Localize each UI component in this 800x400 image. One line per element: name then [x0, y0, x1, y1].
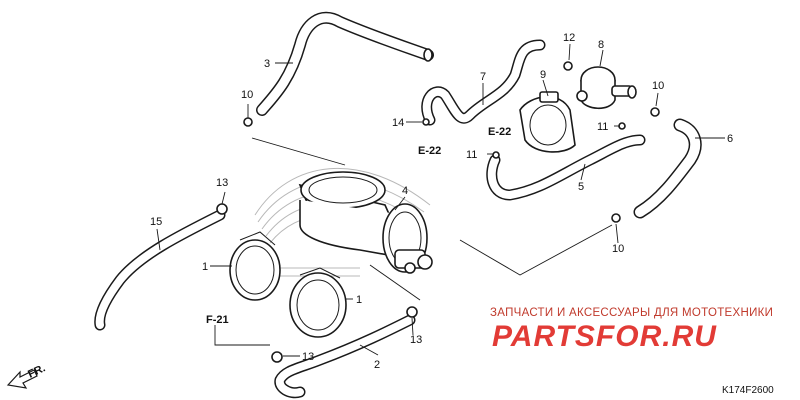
clip-part-13c[interactable]: [271, 351, 283, 363]
label-part-10a: 10: [241, 89, 253, 101]
label-part-11a: 11: [466, 149, 477, 161]
solenoid-part-8[interactable]: [576, 66, 637, 110]
label-part-13a: 13: [216, 177, 228, 189]
label-part-15: 15: [150, 216, 162, 228]
clip-part-12[interactable]: [563, 61, 573, 71]
watermark-brand: PARTSFOR.RU: [492, 320, 717, 353]
clip-part-13a[interactable]: [216, 203, 228, 215]
label-part-1a: 1: [202, 261, 208, 273]
label-part-8: 8: [598, 39, 604, 51]
hose-part-7[interactable]: [421, 39, 546, 126]
canister-part-4[interactable]: [298, 171, 433, 274]
hose-part-6[interactable]: [633, 118, 702, 219]
watermark: ЗАПЧАСТИ И АКСЕССУАРЫ ДЛЯ МОТОТЕХНИКИ PA…: [490, 307, 773, 353]
label-part-10c: 10: [612, 243, 624, 255]
leader-lines: [156, 43, 725, 357]
label-part-3: 3: [264, 58, 270, 70]
label-part-1b: 1: [356, 294, 362, 306]
label-part-5: 5: [578, 181, 584, 193]
clip-part-10c[interactable]: [611, 213, 621, 223]
band-part-1a[interactable]: [229, 231, 281, 301]
clip-part-10a[interactable]: [243, 117, 253, 127]
label-part-9: 9: [540, 69, 546, 81]
front-direction-arrow: FR.: [6, 362, 47, 389]
reference-labels: E-22 E-22 F-21: [206, 126, 511, 326]
clip-part-11a[interactable]: [492, 151, 500, 159]
ref-e22-left: E-22: [418, 145, 441, 157]
hose-part-3[interactable]: [256, 11, 434, 116]
clip-part-14[interactable]: [422, 118, 430, 126]
band-part-1b[interactable]: [289, 267, 347, 338]
label-part-4: 4: [402, 185, 408, 197]
part-labels: 3 10 14 7 9 12 8 10 11 11 5 6 10 13 15 1…: [150, 32, 733, 371]
watermark-subtitle: ЗАПЧАСТИ И АКСЕССУАРЫ ДЛЯ МОТОТЕХНИКИ: [490, 307, 773, 319]
hose-part-5[interactable]: [486, 134, 646, 201]
diagram-code: K174F2600: [722, 385, 774, 396]
label-part-2: 2: [374, 359, 380, 371]
label-part-11b: 11: [597, 121, 608, 133]
clip-part-10b[interactable]: [650, 107, 660, 117]
label-part-10b: 10: [652, 80, 664, 92]
label-part-13b: 13: [410, 334, 422, 346]
hose-part-2[interactable]: [274, 314, 416, 399]
label-part-14: 14: [392, 117, 404, 129]
ref-f21: F-21: [206, 314, 229, 326]
hose-part-15[interactable]: [94, 209, 226, 331]
label-part-6: 6: [727, 133, 733, 145]
label-part-12: 12: [563, 32, 575, 44]
direction-label: FR.: [26, 362, 47, 380]
ref-e22-right: E-22: [488, 126, 511, 138]
clip-part-13b[interactable]: [406, 306, 418, 318]
label-part-7: 7: [480, 71, 486, 83]
label-part-13c: 13: [302, 351, 314, 363]
connector-lines: [214, 137, 613, 346]
bracket-part-9[interactable]: [519, 91, 576, 153]
